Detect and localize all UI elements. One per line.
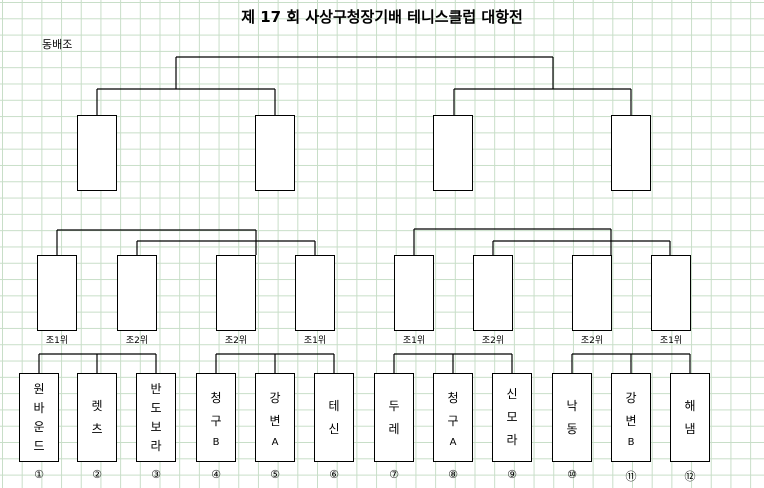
- team-number: ⑨: [507, 468, 517, 481]
- rank-label: 조2위: [580, 336, 604, 346]
- quarterfinal-slot-7: [572, 255, 612, 331]
- quarterfinal-slot-3: [216, 255, 256, 331]
- team-number: ⑧: [448, 468, 458, 481]
- semifinal-slot-2: [255, 115, 295, 191]
- quarterfinal-slot-1: [37, 255, 77, 331]
- team-number: ②: [92, 468, 102, 481]
- quarterfinal-slot-5: [394, 255, 434, 331]
- team-number: ⑦: [389, 468, 399, 481]
- rank-label: 조1위: [402, 336, 426, 346]
- rank-label: 조2위: [481, 336, 505, 346]
- rank-label: 조1위: [45, 336, 69, 346]
- semifinal-slot-1: [77, 115, 117, 191]
- team-suffix: A: [271, 437, 279, 448]
- team-number: ⑥: [329, 468, 339, 481]
- quarterfinal-slot-8: [651, 255, 691, 331]
- team-number: ①: [34, 468, 44, 481]
- team-number: ③: [151, 468, 161, 481]
- rank-label: 조1위: [659, 336, 683, 346]
- semifinal-slot-3: [433, 115, 473, 191]
- team-number: ⑪: [625, 470, 637, 483]
- team-suffix: A: [449, 437, 457, 448]
- rank-label: 조2위: [224, 336, 248, 346]
- semifinal-slot-4: [611, 115, 651, 191]
- team-number: ④: [211, 468, 221, 481]
- quarterfinal-slot-4: [295, 255, 335, 331]
- page-title: 제 17 회 사상구청장기배 테니스클럽 대항전: [241, 8, 523, 26]
- team-number: ⑫: [684, 470, 696, 483]
- rank-label: 조2위: [125, 336, 149, 346]
- team-suffix: B: [212, 437, 220, 448]
- quarterfinal-slot-2: [117, 255, 157, 331]
- quarterfinal-slot-6: [473, 255, 513, 331]
- team-number: ⑩: [567, 468, 577, 481]
- rank-label: 조1위: [303, 336, 327, 346]
- group-label: 동배조: [42, 38, 73, 51]
- team-number: ⑤: [270, 468, 280, 481]
- team-suffix: B: [627, 437, 635, 448]
